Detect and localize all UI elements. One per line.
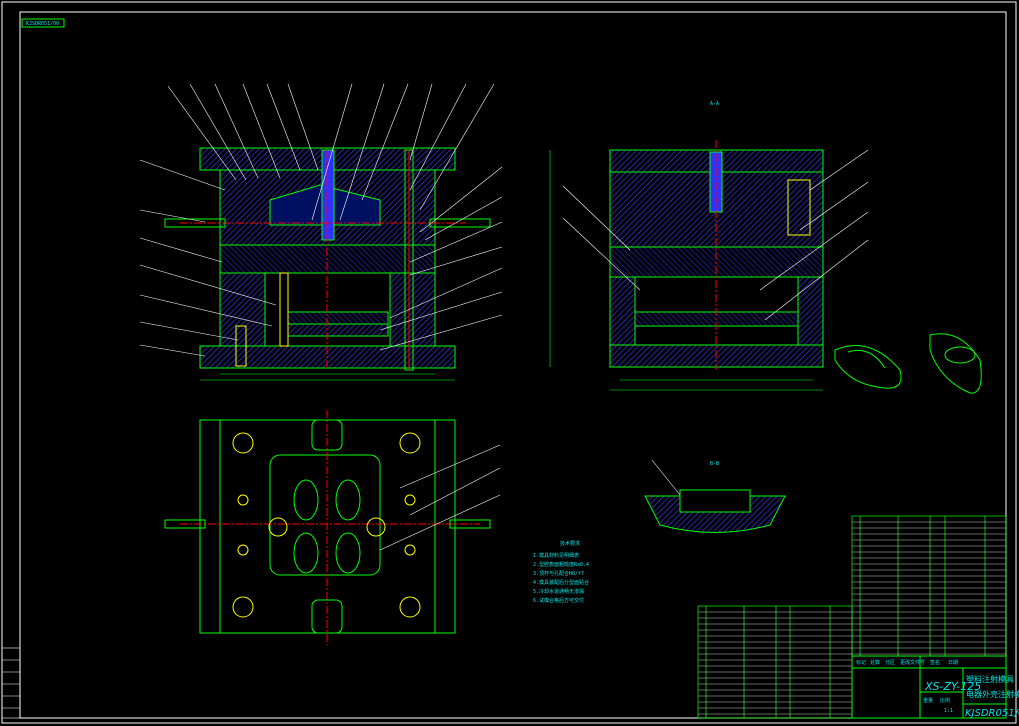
revision-strip (1, 647, 21, 719)
svg-text:6.试模合格后方可交付: 6.试模合格后方可交付 (533, 597, 584, 604)
section-label-a: A-A (710, 101, 719, 107)
svg-text:4.模具装配后分型面贴合: 4.模具装配后分型面贴合 (533, 579, 589, 586)
part-3d-views (834, 333, 982, 394)
title-line-1: 塑料注射模具 (966, 674, 1014, 684)
side-section-view: A-A (549, 101, 869, 391)
svg-text:2.型腔表面粗糙度Ra0.4: 2.型腔表面粗糙度Ra0.4 (533, 561, 589, 568)
title-line-2: 电器外壳注射模 (966, 689, 1019, 699)
svg-text:日期: 日期 (948, 660, 958, 666)
svg-text:签名: 签名 (930, 659, 940, 666)
notes-title: 技术要求 (560, 540, 580, 547)
title-block: XS-ZY-125 塑料注射模具 电器外壳注射模 KJSDR051/00 标记 … (851, 655, 1019, 719)
plan-view (164, 410, 501, 645)
inner-frame (19, 11, 1007, 719)
svg-text:标记: 标记 (856, 659, 866, 666)
table-rows (698, 521, 1006, 715)
svg-text:1:1: 1:1 (944, 708, 953, 714)
front-section-view (139, 83, 503, 381)
drawing-code: KJSDR051/00 (965, 708, 1019, 719)
svg-text:重量: 重量 (923, 697, 933, 704)
svg-text:处数: 处数 (870, 659, 880, 666)
drawing-number: XS-ZY-125 (924, 680, 981, 693)
part-section-view: B-B (644, 459, 786, 533)
parts-list-lower (697, 605, 853, 719)
parts-list-upper (851, 515, 1007, 657)
sheet-label-box (21, 18, 65, 28)
sheet-label: KJSDR051/00 (26, 21, 59, 27)
svg-text:比例: 比例 (940, 697, 950, 704)
section-label-b: B-B (710, 461, 719, 467)
svg-text:更改文件号: 更改文件号 (900, 659, 925, 666)
svg-text:1.模具材料见明细表: 1.模具材料见明细表 (533, 552, 579, 559)
svg-text:3.顶杆与孔配合H8/f7: 3.顶杆与孔配合H8/f7 (533, 570, 584, 577)
svg-text:5.冷却水道通畅无渗漏: 5.冷却水道通畅无渗漏 (533, 588, 584, 595)
svg-text:分区: 分区 (885, 659, 895, 666)
technical-notes: 技术要求 1.模具材料见明细表 2.型腔表面粗糙度Ra0.4 3.顶杆与孔配合H… (533, 540, 589, 604)
